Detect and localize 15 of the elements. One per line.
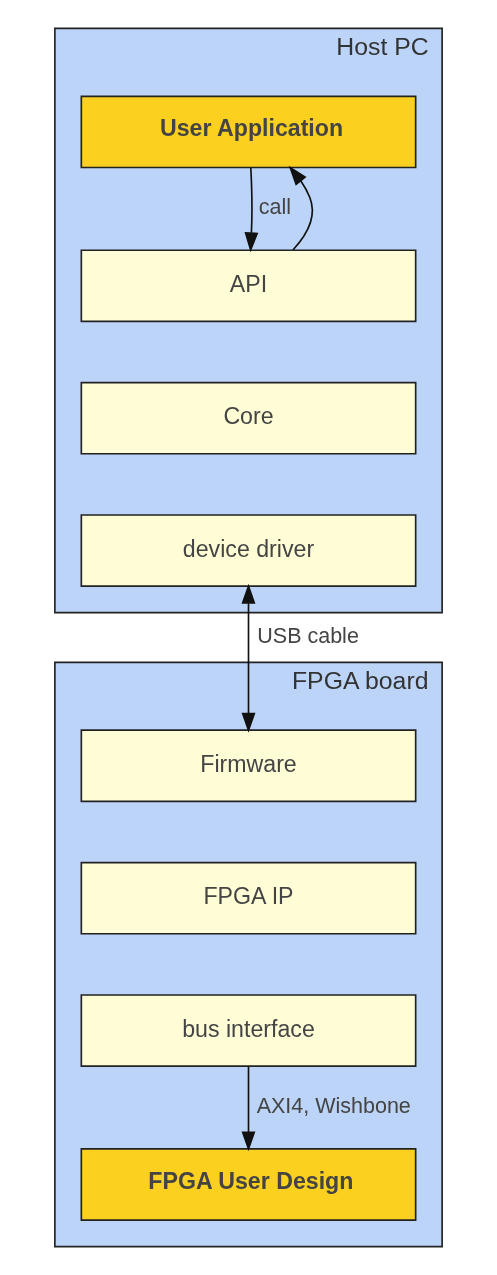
edge-label: call	[258, 195, 292, 220]
node-box: User Application	[80, 95, 417, 169]
node-box: FPGA User Design	[80, 1148, 417, 1221]
node-box: API	[80, 249, 417, 323]
edge-label: USB cable	[257, 624, 359, 649]
node-box: device driver	[80, 514, 417, 588]
edge-label: AXI4, Wishbone	[256, 1094, 411, 1119]
arrow	[244, 166, 259, 253]
node-box: Firmware	[80, 729, 417, 803]
node-box: bus interface	[80, 994, 417, 1067]
node-box: FPGA IP	[80, 861, 417, 935]
arrow	[288, 165, 314, 251]
arrow	[241, 1065, 256, 1152]
node-box: Core	[80, 381, 417, 455]
arrow	[241, 583, 256, 733]
